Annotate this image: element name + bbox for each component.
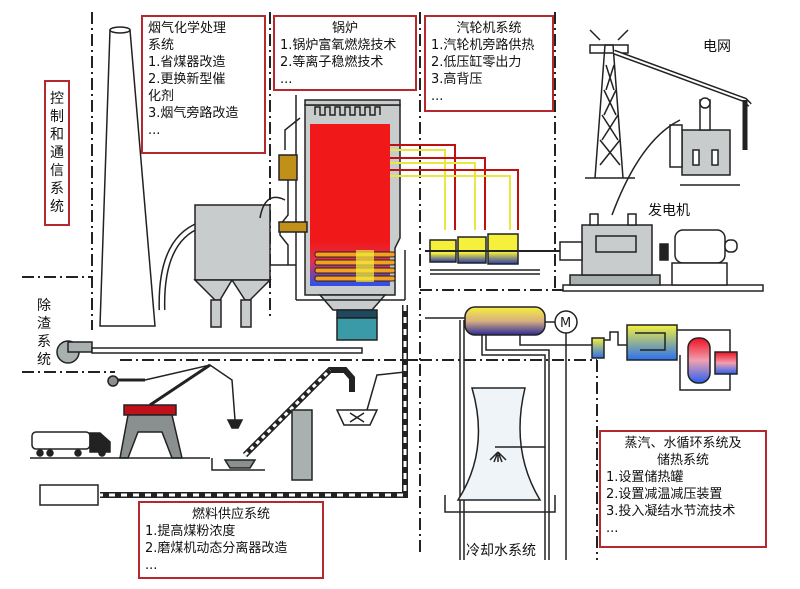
control-communication-box: 控制和通信系统: [44, 80, 70, 226]
boiler-furnace: [295, 95, 406, 341]
burner-tubes: [314, 251, 396, 282]
crane: [30, 363, 265, 471]
condenser: M: [425, 306, 600, 560]
turbine-box-title: 汽轮机系统: [456, 21, 522, 36]
turbine-line-0: 1.汽轮机旁路供热: [431, 38, 535, 53]
conveyor: [242, 367, 406, 481]
turbine-line-3: ...: [431, 89, 444, 104]
generator-label: 发电机: [648, 203, 690, 219]
steam-water-title-0: 蒸汽、水循环系统及: [624, 436, 742, 451]
turbine-line-2: 3.高背压: [431, 72, 483, 87]
steam-turbine: [425, 233, 570, 275]
pump-m-glyph: M: [560, 316, 571, 331]
cooling-water-label: 冷却水系统: [466, 543, 536, 559]
flue-gas-line-2: 1.省煤器改造: [148, 55, 226, 70]
air-preheater: [270, 117, 308, 266]
boiler-box-title: 锅炉: [331, 21, 358, 36]
chimney: [99, 26, 156, 327]
boiler-box: 锅炉 1.锅炉富氧燃烧技术 2.等离子稳燃技术 ...: [273, 15, 417, 91]
steam-water-line-2: 3.投入凝结水节流技术: [606, 504, 736, 519]
boiler-line-0: 1.锅炉富氧燃烧技术: [280, 38, 397, 53]
steam-water-line-1: 2.设置减温减压装置: [606, 487, 723, 502]
electrostatic-precipitator: [158, 196, 286, 328]
boiler-line-1: 2.等离子稳燃技术: [280, 55, 384, 70]
slag-removal-label: 除渣系统: [37, 298, 51, 368]
fuel-supply-line-1: 2.磨煤机动态分离器改造: [145, 541, 288, 556]
flue-gas-line-3: 2.更换新型催: [148, 72, 226, 87]
steam-water-line-0: 1.设置储热罐: [606, 470, 684, 485]
coal-truck: [31, 431, 111, 457]
boiler-line-2: ...: [280, 72, 293, 87]
turbine-line-1: 2.低压缸零出力: [431, 55, 522, 70]
flue-gas-line-6: ...: [148, 123, 161, 138]
heat-storage-system: [591, 324, 738, 391]
generator: [559, 213, 764, 292]
flue-gas-line-4: 化剂: [148, 89, 175, 104]
flue-gas-treatment-box: 烟气化学处理 系统 1.省煤器改造 2.更换新型催 化剂 3.烟气旁路改造 ..…: [141, 15, 266, 154]
cooling-tower: [444, 387, 556, 513]
coal-feed-pipe: [39, 305, 408, 506]
slag-removal-duct: [56, 340, 363, 364]
fuel-supply-title: 燃料供应系统: [191, 507, 270, 522]
flue-gas-line-5: 3.烟气旁路改造: [148, 106, 239, 121]
grid-label: 电网: [703, 39, 731, 55]
steam-water-storage-box: 蒸汽、水循环系统及 储热系统 1.设置储热罐 2.设置减温减压装置 3.投入凝结…: [599, 430, 767, 548]
flue-gas-line-0: 烟气化学处理: [148, 21, 227, 36]
steam-water-title-1: 储热系统: [656, 453, 709, 468]
fuel-supply-line-2: ...: [145, 558, 158, 573]
control-communication-label: 控制和通信系统: [50, 91, 64, 215]
fuel-supply-line-0: 1.提高煤粉浓度: [145, 524, 236, 539]
transmission-tower: [585, 29, 752, 179]
transformer: [611, 97, 740, 216]
steam-lines: [390, 144, 519, 230]
steam-water-line-3: ...: [606, 521, 619, 536]
turbine-box: 汽轮机系统 1.汽轮机旁路供热 2.低压缸零出力 3.高背压 ...: [424, 15, 554, 112]
flue-gas-line-1: 系统: [148, 38, 175, 53]
fuel-supply-box: 燃料供应系统 1.提高煤粉浓度 2.磨煤机动态分离器改造 ...: [138, 501, 324, 579]
